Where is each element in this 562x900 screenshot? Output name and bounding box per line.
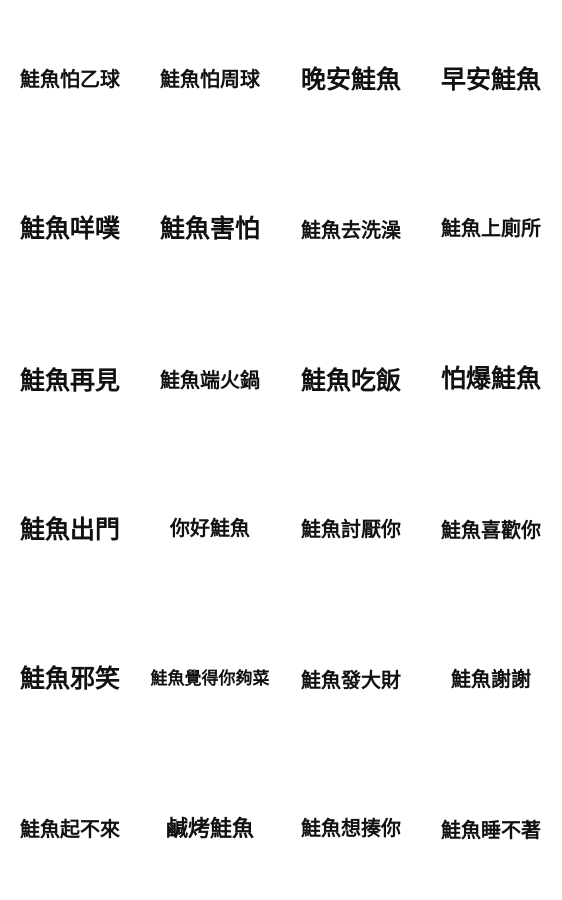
sticker-label: 鮭魚吃飯 bbox=[300, 365, 401, 395]
sticker-label: 鮭魚咩噗 bbox=[19, 213, 120, 243]
sticker-label: 鮭魚怕周球 bbox=[160, 67, 260, 91]
sticker-label: 晚安鮭魚 bbox=[300, 64, 401, 94]
sticker-item[interactable]: 鮭魚吃飯 bbox=[281, 355, 421, 405]
sticker-label: 鮭魚起不來 bbox=[20, 817, 120, 841]
sticker-item[interactable]: 鮭魚端火鍋 bbox=[140, 355, 280, 405]
sticker-label: 早安鮭魚 bbox=[440, 64, 541, 94]
sticker-label: 鮭魚端火鍋 bbox=[160, 368, 260, 392]
sticker-item[interactable]: 你好鮭魚 bbox=[140, 503, 280, 553]
sticker-item[interactable]: 鮭魚覺得你夠菜 bbox=[140, 654, 280, 704]
sticker-item[interactable]: 鮭魚邪笑 bbox=[0, 653, 140, 703]
sticker-label: 鮭魚去洗澡 bbox=[301, 218, 401, 242]
sticker-item[interactable]: 晚安鮭魚 bbox=[281, 54, 421, 104]
sticker-item[interactable]: 鮭魚咩噗 bbox=[0, 203, 140, 253]
sticker-label: 鮭魚討厭你 bbox=[301, 517, 401, 541]
sticker-item[interactable]: 鮭魚害怕 bbox=[140, 203, 280, 253]
sticker-item[interactable]: 鮭魚出門 bbox=[0, 504, 140, 554]
sticker-item[interactable]: 鮭魚想揍你 bbox=[281, 803, 421, 853]
sticker-label: 鮭魚發大財 bbox=[301, 668, 401, 692]
sticker-item[interactable]: 鮭魚去洗澡 bbox=[281, 205, 421, 255]
sticker-label: 鮭魚再見 bbox=[19, 365, 120, 395]
sticker-label: 鮭魚上廁所 bbox=[441, 216, 541, 240]
sticker-item[interactable]: 鮭魚怕乙球 bbox=[0, 54, 140, 104]
sticker-item[interactable]: 鮭魚發大財 bbox=[281, 655, 421, 705]
sticker-label: 鮭魚害怕 bbox=[159, 213, 260, 243]
sticker-item[interactable]: 鮭魚睡不著 bbox=[421, 805, 561, 855]
sticker-item[interactable]: 鮭魚謝謝 bbox=[421, 654, 561, 704]
sticker-item[interactable]: 早安鮭魚 bbox=[421, 54, 561, 104]
sticker-label: 鮭魚想揍你 bbox=[301, 816, 401, 840]
sticker-label: 鮭魚睡不著 bbox=[441, 818, 541, 842]
sticker-label: 怕爆鮭魚 bbox=[440, 363, 541, 393]
sticker-label: 鮭魚怕乙球 bbox=[20, 67, 120, 91]
sticker-item[interactable]: 鹹烤鮭魚 bbox=[140, 805, 280, 855]
sticker-item[interactable]: 鮭魚起不來 bbox=[0, 804, 140, 854]
sticker-item[interactable]: 怕爆鮭魚 bbox=[421, 353, 561, 403]
sticker-label: 鮭魚出門 bbox=[19, 514, 120, 544]
sticker-label: 你好鮭魚 bbox=[170, 516, 250, 540]
sticker-item[interactable]: 鮭魚討厭你 bbox=[281, 504, 421, 554]
sticker-label: 鹹烤鮭魚 bbox=[165, 817, 254, 842]
sticker-item[interactable]: 鮭魚喜歡你 bbox=[421, 505, 561, 555]
sticker-label: 鮭魚覺得你夠菜 bbox=[150, 668, 270, 689]
sticker-label: 鮭魚喜歡你 bbox=[441, 518, 541, 542]
sticker-label: 鮭魚邪笑 bbox=[19, 663, 120, 693]
sticker-item[interactable]: 鮭魚再見 bbox=[0, 355, 140, 405]
sticker-label: 鮭魚謝謝 bbox=[451, 667, 531, 691]
sticker-item[interactable]: 鮭魚上廁所 bbox=[421, 203, 561, 253]
sticker-item[interactable]: 鮭魚怕周球 bbox=[140, 54, 280, 104]
